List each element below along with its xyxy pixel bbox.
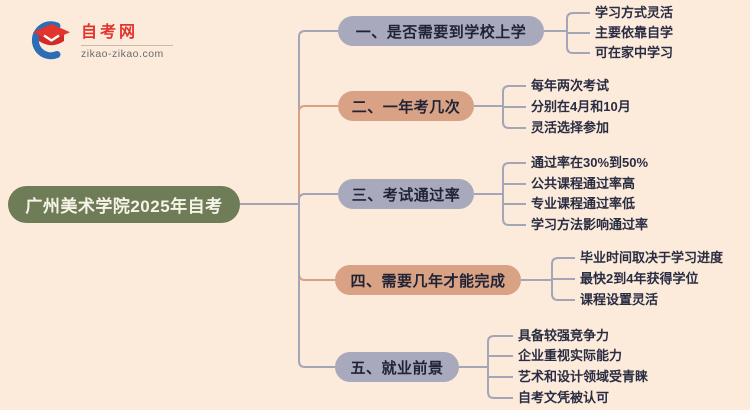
sub-item-label: 每年两次考试 bbox=[531, 78, 610, 93]
logo-domain: zikao-zikao.com bbox=[81, 48, 164, 60]
sub-item-label: 自考文凭被认可 bbox=[518, 390, 610, 405]
branch-connector bbox=[298, 105, 338, 204]
sub-item-label: 可在家中学习 bbox=[595, 45, 674, 60]
branch-node: 三、考试通过率 bbox=[338, 179, 474, 209]
branch-node: 一、是否需要到学校上学 bbox=[338, 16, 544, 46]
site-logo: 自考网 zikao-zikao.com bbox=[26, 16, 173, 62]
bracket-spine bbox=[502, 162, 526, 226]
branch-node: 五、就业前景 bbox=[335, 352, 459, 382]
graduation-cap-logo-icon bbox=[31, 21, 70, 60]
branch-node: 二、一年考几次 bbox=[338, 91, 474, 121]
sub-item-label: 毕业时间取决于学习进度 bbox=[580, 250, 724, 265]
logo-crescent bbox=[31, 21, 61, 60]
sub-item-label: 通过率在30%到50% bbox=[531, 155, 649, 170]
sub-item-label: 公共课程通过率高 bbox=[531, 176, 636, 191]
bracket-spine bbox=[487, 335, 513, 399]
logo-cap bbox=[33, 24, 70, 46]
branch-connector bbox=[298, 30, 338, 204]
sub-item-label: 艺术和设计领域受青睐 bbox=[518, 369, 649, 384]
branch-connector bbox=[298, 204, 335, 281]
sub-item-label: 最快2到4年获得学位 bbox=[580, 271, 699, 286]
logo-title: 自考网 bbox=[81, 24, 139, 41]
logo-text-block: 自考网 zikao-zikao.com bbox=[81, 18, 173, 60]
sub-item-label: 企业重视实际能力 bbox=[518, 348, 623, 363]
sub-item-label: 分别在4月和10月 bbox=[531, 99, 631, 114]
branch-connector bbox=[298, 193, 338, 204]
branch-connector bbox=[298, 204, 335, 368]
branch-node: 四、需要几年才能完成 bbox=[335, 265, 521, 295]
sub-item-label: 课程设置灵活 bbox=[580, 292, 659, 307]
sub-item-label: 主要依靠自学 bbox=[595, 25, 674, 40]
logo-divider bbox=[81, 45, 173, 46]
sub-item-label: 具备较强竞争力 bbox=[518, 328, 610, 343]
sub-item-label: 学习方法影响通过率 bbox=[531, 217, 649, 232]
root-node: 广州美术学院2025年自考 bbox=[8, 186, 240, 223]
sub-item-label: 专业课程通过率低 bbox=[531, 196, 636, 211]
sub-item-label: 灵活选择参加 bbox=[531, 120, 610, 135]
sub-item-label: 学习方式灵活 bbox=[595, 5, 674, 20]
